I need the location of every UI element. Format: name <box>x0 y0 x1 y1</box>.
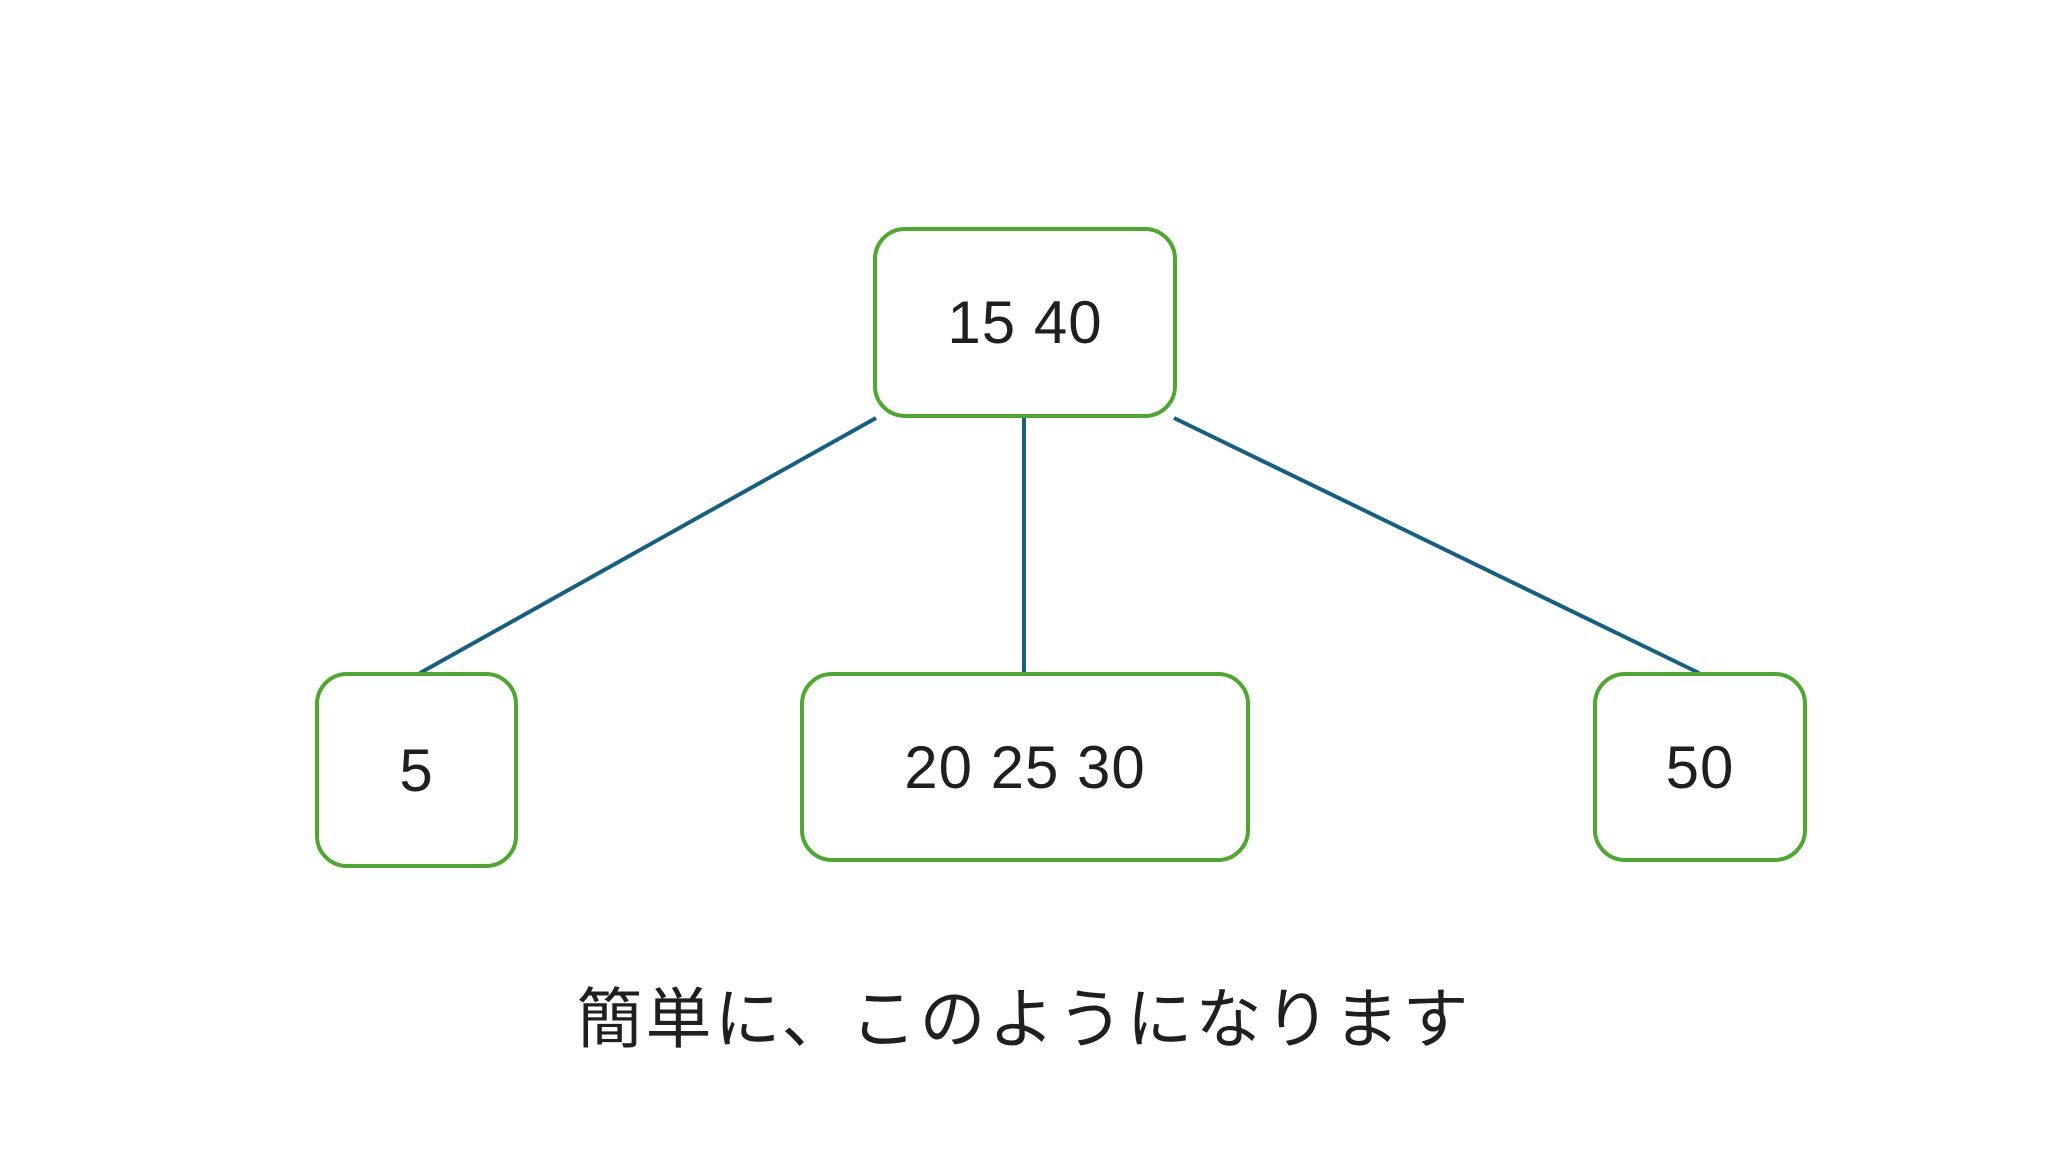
caption-text: 簡単に、このようになります <box>576 984 1472 1057</box>
connector-root-to-left-child <box>419 416 877 675</box>
tree-node-child-right: 50 <box>1593 672 1807 862</box>
tree-node-child-middle: 20 25 30 <box>800 672 1250 862</box>
tree-node-child-left: 5 <box>315 672 518 868</box>
connector-root-to-right-child <box>1173 416 1700 675</box>
node-label: 15 40 <box>947 289 1103 356</box>
node-label: 50 <box>1665 733 1735 801</box>
node-label: 20 25 30 <box>904 733 1146 801</box>
tree-node-root: 15 40 <box>873 227 1177 418</box>
node-label: 5 <box>399 736 434 804</box>
